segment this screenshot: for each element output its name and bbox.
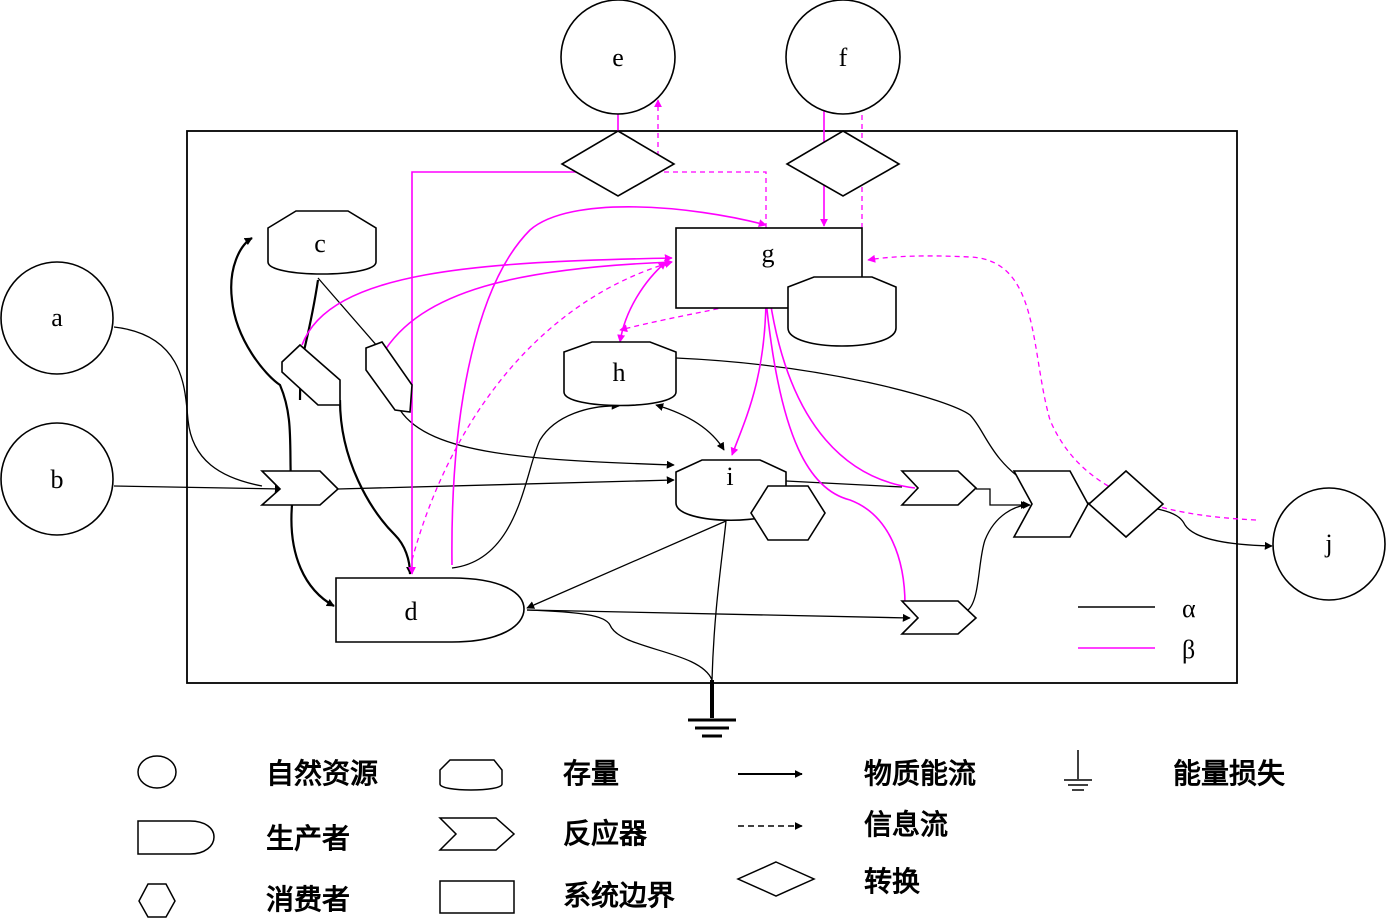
flow-reactor-to-i <box>337 476 675 490</box>
flow-a-to-reactor <box>113 326 263 487</box>
flow-d-to-h <box>451 401 620 569</box>
producer-d <box>335 577 525 643</box>
storage-h <box>563 341 677 407</box>
node-e <box>560 0 676 115</box>
node-a <box>0 261 114 375</box>
legend-conversion: 转换 <box>864 865 921 898</box>
label-f: f <box>839 43 848 72</box>
flow-d-to-reactor <box>526 609 911 622</box>
legend-consumer: 消费者 <box>266 883 350 916</box>
legend-conversion-icon <box>736 861 816 897</box>
flow-lower-reactor-to-reactor <box>967 501 1031 611</box>
energy-loss-icon <box>688 680 736 738</box>
flow-h-to-reactor <box>675 357 1031 486</box>
flow-reactor1-to-g <box>301 254 673 346</box>
consumer-hexagon <box>750 485 826 541</box>
beta-label: β <box>1182 635 1195 664</box>
storage-g <box>787 276 897 347</box>
label-e: e <box>612 43 624 72</box>
flow-g-to-reactor <box>769 299 916 489</box>
legend-natural-resource: 自然资源 <box>266 757 378 790</box>
node-f <box>785 0 901 115</box>
flow-reactor-to-c <box>230 237 294 506</box>
label-d: d <box>405 597 418 626</box>
node-b <box>0 422 114 536</box>
legend-energy-loss: 能量损失 <box>1173 757 1286 790</box>
legend-information-flow: 信息流 <box>864 808 948 841</box>
node-j <box>1272 487 1386 601</box>
flow-i-to-reactor <box>785 480 903 488</box>
flow-reactor1-to-d <box>338 399 414 575</box>
conversion-out <box>1087 469 1165 539</box>
flow-g-to-i <box>730 299 767 456</box>
label-h: h <box>613 358 626 387</box>
label-b: b <box>51 465 64 494</box>
reactor-5 <box>1012 470 1089 538</box>
info-g-to-h <box>619 297 763 333</box>
symbol-legend: 自然资源 存量 物质能流 能量损失 生产者 反应器 信息流 消费者 系统边界 转… <box>137 750 1286 918</box>
legend-storage-icon <box>439 759 503 791</box>
legend-reactor: 反应器 <box>563 817 648 850</box>
reactor-4 <box>900 600 978 635</box>
info-g-to-e <box>654 99 767 228</box>
flow-i-to-loss <box>711 520 727 681</box>
flow-reactor-to-reactor <box>976 488 1029 509</box>
flow-d-to-g <box>451 206 767 566</box>
reactor-2 <box>365 341 413 413</box>
flow-reactor2-to-g <box>381 258 673 356</box>
flow-reactor2-to-i <box>399 409 675 469</box>
reactor-3 <box>900 470 978 506</box>
flow-b-to-reactor <box>113 484 283 493</box>
label-c: c <box>314 229 326 258</box>
line-legend: α β <box>1078 594 1196 664</box>
alpha-flows <box>113 237 1273 681</box>
legend-storage: 存量 <box>563 757 619 790</box>
legend-consumer-icon <box>138 883 176 918</box>
label-a: a <box>51 303 63 332</box>
storage-c <box>267 210 377 275</box>
legend-material-energy-flow: 物质能流 <box>864 757 976 790</box>
legend-reactor-icon <box>438 817 516 851</box>
flow-g-h <box>617 261 667 343</box>
legend-producer: 生产者 <box>266 822 350 855</box>
legend-system-boundary: 系统边界 <box>563 879 675 912</box>
info-d-to-g <box>411 260 673 561</box>
flow-i-to-d <box>526 520 727 609</box>
legend-producer-icon <box>137 820 215 855</box>
flow-g-to-lower-reactor <box>765 299 906 606</box>
flow-d-to-loss <box>526 609 713 681</box>
label-i: i <box>726 462 733 491</box>
reactor-input <box>259 470 340 506</box>
conversion-f <box>785 130 901 197</box>
conversion-e <box>560 130 676 197</box>
label-j: j <box>1324 529 1332 558</box>
label-g: g <box>762 239 775 268</box>
legend-system-boundary-icon <box>439 880 515 914</box>
alpha-label: α <box>1182 594 1196 623</box>
reactor-1 <box>281 343 341 406</box>
legend-energy-loss-icon <box>1064 750 1092 791</box>
legend-circle-icon <box>137 755 177 789</box>
flow-reactor-to-d <box>290 504 335 607</box>
flow-h-i <box>655 403 725 451</box>
flow-e-to-d <box>408 110 619 575</box>
